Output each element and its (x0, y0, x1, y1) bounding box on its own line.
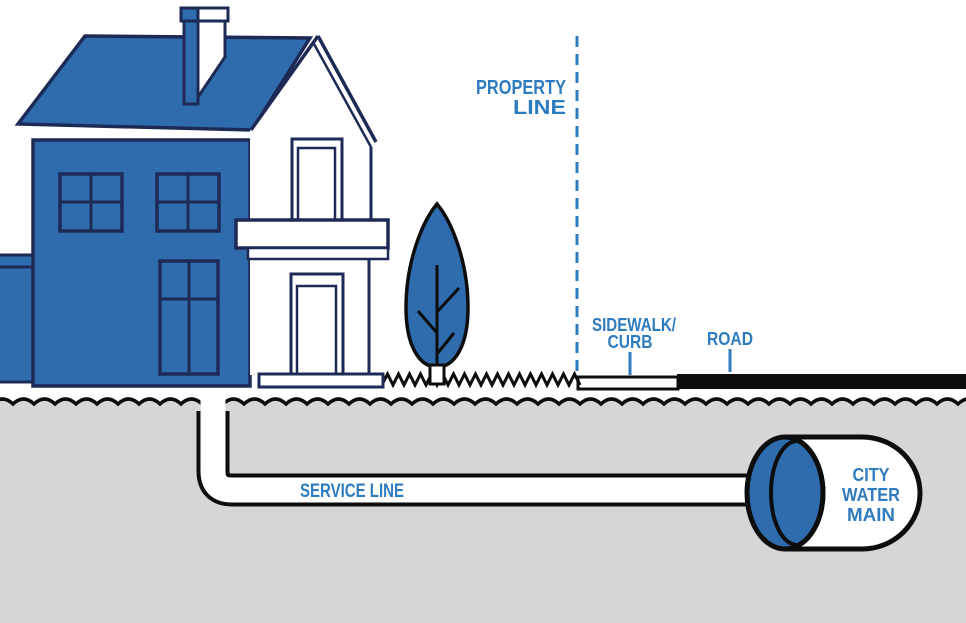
city-water-main-label-line2: WATER (842, 485, 900, 505)
chimney (179, 6, 230, 106)
service-pipe-body (200, 391, 805, 503)
road (677, 374, 966, 389)
window-upper-right (155, 172, 221, 233)
tree-branch (435, 332, 456, 355)
lower-door (295, 284, 338, 376)
road-label: ROAD (707, 329, 753, 349)
property-line-label-line1: PROPERTY (476, 77, 567, 99)
gable-slope-right-inner (312, 43, 373, 148)
porch-base (257, 372, 385, 389)
chimney-side (182, 18, 200, 106)
gable-section (234, 34, 390, 389)
gable-slope-left (249, 34, 320, 132)
service-line-label: SERVICE LINE (300, 481, 404, 502)
upper-door (296, 146, 337, 223)
gable-slope-right-outer (316, 35, 378, 143)
balcony-slab (234, 218, 390, 250)
water-main-cap-edge (769, 439, 798, 547)
city-water-main: CITY WATER MAIN (744, 434, 923, 552)
service-line-pipe (196, 391, 805, 507)
entrance-door (158, 259, 220, 376)
window-upper-left (58, 172, 124, 233)
water-main-end-cap (744, 434, 826, 552)
tree (404, 201, 470, 386)
balcony-slab-lower (246, 246, 390, 261)
underground-soil (0, 399, 966, 623)
house (0, 6, 390, 389)
sidewalk-curb-label-line1: SIDEWALK/ (592, 315, 676, 335)
tree-branch (435, 286, 461, 314)
tree-branch (416, 310, 439, 334)
city-water-main-label-line1: CITY (853, 465, 890, 485)
sidewalk (576, 375, 680, 391)
city-water-main-label-line3: MAIN (847, 505, 895, 525)
property-line-label-line2: LINE (513, 97, 566, 119)
chimney-cap-side (179, 6, 200, 23)
sidewalk-curb-label-line2: CURB (608, 332, 653, 352)
tree-trunk (428, 363, 446, 386)
ground-surface-line (221, 397, 966, 407)
ground-surface-line (0, 397, 204, 407)
grass-zigzag (380, 370, 582, 389)
